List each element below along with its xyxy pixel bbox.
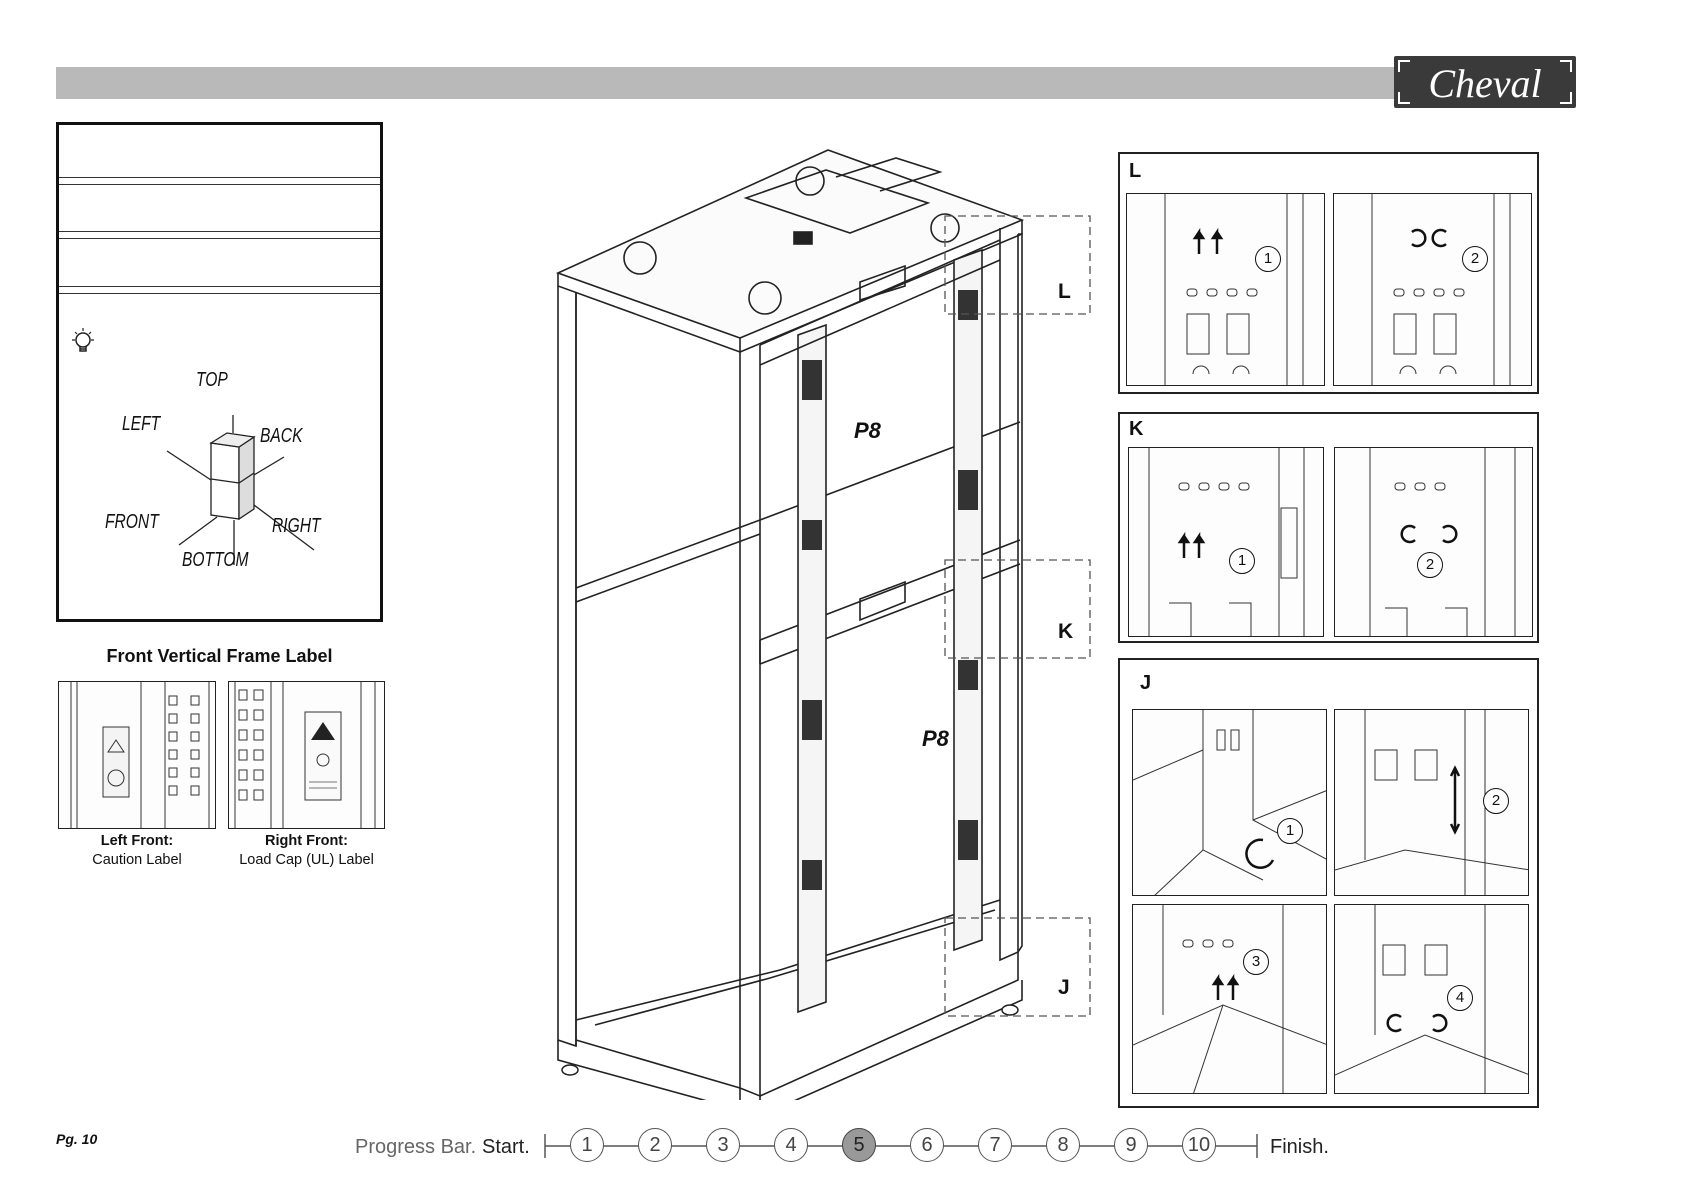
detail-k-step2: 2 xyxy=(1334,447,1533,637)
detail-letter-j: J xyxy=(1140,672,1151,695)
callout-k: K xyxy=(1058,620,1073,644)
detail-j-badge-4: 4 xyxy=(1447,985,1473,1011)
right-front-photo xyxy=(228,681,385,829)
detail-panel-l: L 1 2 xyxy=(1118,152,1539,394)
detail-j-step2: 2 xyxy=(1334,709,1529,896)
detail-k-step1: 1 xyxy=(1128,447,1324,637)
progress-step-4: 4 xyxy=(774,1128,808,1162)
detail-j-step1: 1 xyxy=(1132,709,1327,896)
brand-name: Cheval xyxy=(1394,60,1576,107)
detail-l-step2: 2 xyxy=(1333,193,1532,386)
progress-finish: Finish. xyxy=(1270,1136,1329,1159)
orient-front: FRONT xyxy=(105,511,159,534)
left-front-caption: Left Front: Caution Label xyxy=(58,832,216,870)
progress-step-2: 2 xyxy=(638,1128,672,1162)
callout-j: J xyxy=(1058,976,1070,1000)
brand-logo: Cheval xyxy=(1394,56,1576,108)
orient-right: RIGHT xyxy=(272,515,321,538)
page-number: Pg. 10 xyxy=(56,1131,97,1147)
progress-step-10: 10 xyxy=(1182,1128,1216,1162)
notes-box: TOP LEFT BACK FRONT RIGHT BOTTOM xyxy=(56,122,383,622)
detail-letter-k: K xyxy=(1129,418,1143,441)
detail-letter-l: L xyxy=(1129,160,1141,183)
detail-j-step3: 3 xyxy=(1132,904,1327,1094)
progress-step-1: 1 xyxy=(570,1128,604,1162)
progress-step-7: 7 xyxy=(978,1128,1012,1162)
part-label-top: P8 xyxy=(854,418,881,444)
detail-k-badge-1: 1 xyxy=(1229,548,1255,574)
left-front-photo xyxy=(58,681,216,829)
note-line xyxy=(59,231,380,239)
orient-left: LEFT xyxy=(122,413,160,436)
note-line xyxy=(59,286,380,294)
part-label-bottom: P8 xyxy=(922,726,949,752)
lightbulb-icon xyxy=(67,325,99,359)
detail-j-step4: 4 xyxy=(1334,904,1529,1094)
orient-bottom: BOTTOM xyxy=(182,549,248,572)
note-line xyxy=(59,177,380,185)
left-front-sub: Caution Label xyxy=(92,852,182,868)
callout-l: L xyxy=(1058,280,1071,304)
progress-step-5: 5 xyxy=(842,1128,876,1162)
right-front-sub: Load Cap (UL) Label xyxy=(239,852,374,868)
left-front-title: Left Front: xyxy=(101,833,173,849)
progress-step-9: 9 xyxy=(1114,1128,1148,1162)
detail-j-badge-1: 1 xyxy=(1277,818,1303,844)
detail-j-badge-2: 2 xyxy=(1483,788,1509,814)
detail-l-badge-1: 1 xyxy=(1255,246,1281,272)
progress-step-6: 6 xyxy=(910,1128,944,1162)
right-front-title: Right Front: xyxy=(265,833,348,849)
right-front-caption: Right Front: Load Cap (UL) Label xyxy=(228,832,385,870)
header-bar xyxy=(56,67,1401,99)
rack-diagram xyxy=(540,140,1100,1100)
progress-step-8: 8 xyxy=(1046,1128,1080,1162)
detail-k-badge-2: 2 xyxy=(1417,552,1443,578)
detail-panel-k: K 1 2 xyxy=(1118,412,1539,643)
detail-l-step1: 1 xyxy=(1126,193,1325,386)
detail-l-badge-2: 2 xyxy=(1462,246,1488,272)
detail-panel-j: J 1 2 3 4 xyxy=(1118,658,1539,1108)
detail-j-badge-3: 3 xyxy=(1243,949,1269,975)
progress-step-3: 3 xyxy=(706,1128,740,1162)
orient-back: BACK xyxy=(260,425,302,448)
orient-top: TOP xyxy=(196,369,228,392)
frame-label-title: Front Vertical Frame Label xyxy=(56,646,383,667)
